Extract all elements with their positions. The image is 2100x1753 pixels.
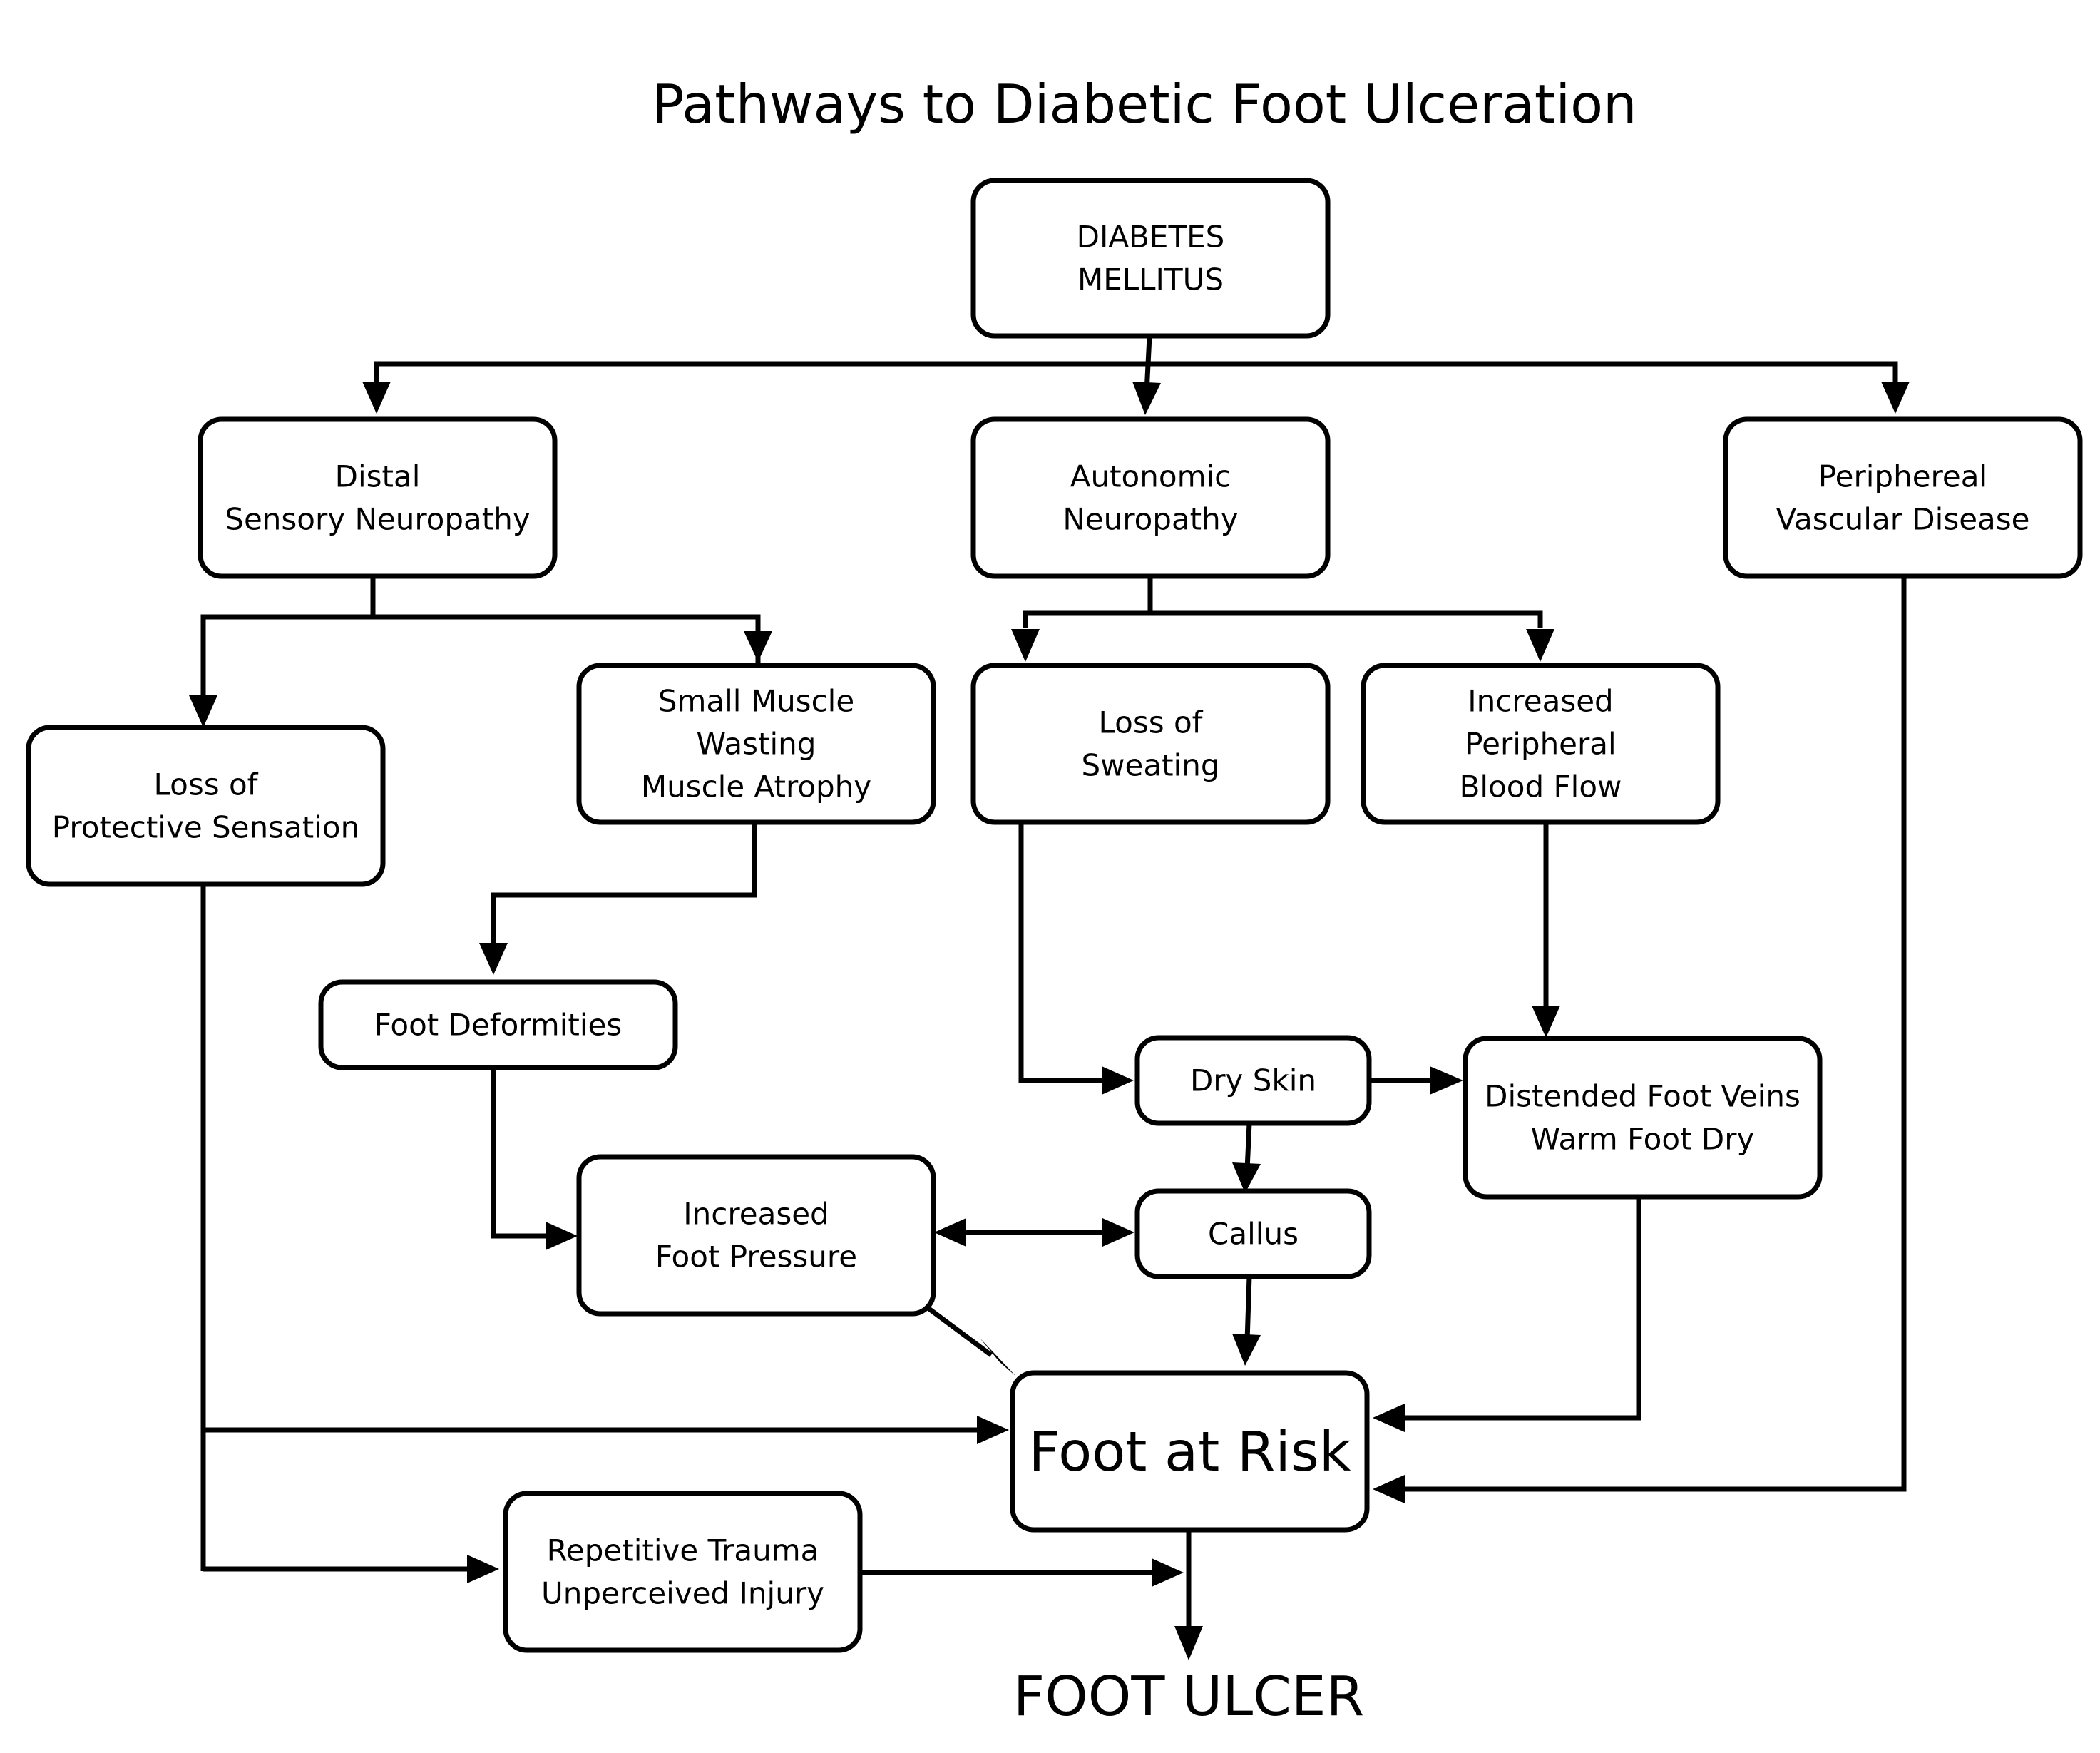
node-box-loss-sensation [26, 725, 386, 887]
node-at-risk: Foot at Risk [1010, 1370, 1370, 1533]
arrowhead-to-deformities [479, 943, 508, 975]
node-label-trauma-1: Unperceived Injury [541, 1576, 824, 1611]
node-box-sweating [970, 663, 1331, 825]
node-label-muscle-2: Muscle Atrophy [641, 770, 871, 804]
foot-ulcer-label: FOOT ULCER [1013, 1665, 1364, 1729]
link-deformities-pressure [491, 1068, 553, 1239]
link-muscle-deformities [491, 822, 757, 949]
node-label-distended-1: Warm Foot Dry [1531, 1122, 1755, 1157]
arrowhead-to-distal [362, 382, 391, 414]
node-box-dry-skin [1134, 1035, 1372, 1126]
connector-layer [189, 336, 1910, 1660]
arrowhead-trauma-to-ulcer [1152, 1558, 1184, 1587]
arrowhead-to-distended [1532, 1006, 1560, 1038]
node-label-deformities-0: Foot Deformities [374, 1008, 623, 1043]
arrowhead-callus-to-pressure [934, 1218, 966, 1247]
diagram-title: Pathways to Diabetic Foot Ulceration [652, 73, 1637, 136]
link-distended-atrisk [1398, 1197, 1641, 1421]
node-sweating: Loss of Sweating [970, 663, 1331, 825]
arrowhead-pressure-to-atrisk [980, 1338, 1016, 1376]
node-label-blood-flow-2: Blood Flow [1460, 770, 1622, 804]
arrowhead-distended-to-atrisk [1373, 1404, 1405, 1432]
link-autonomic-branches [1023, 610, 1543, 628]
node-callus: Callus [1134, 1188, 1372, 1279]
node-box-muscle [576, 663, 936, 825]
node-dry-skin: Dry Skin [1134, 1035, 1372, 1126]
arrowhead-to-loss-sensation [189, 695, 217, 727]
arrowhead-to-muscle [744, 631, 772, 662]
node-box-autonomic [970, 416, 1331, 579]
arrowhead-to-vascular [1881, 382, 1910, 414]
node-label-diabetes-0: DIABETES [1077, 220, 1225, 255]
node-box-deformities [318, 979, 678, 1070]
node-diabetes: DIABETES MELLITUS [970, 178, 1331, 339]
link-sweating-dryskin [1018, 822, 1109, 1083]
arrowhead-loss-to-trauma [467, 1555, 499, 1583]
node-label-loss-sensation-0: Loss of [154, 767, 259, 802]
arrowhead-to-callus [1232, 1162, 1261, 1193]
node-label-distended-0: Distended Foot Veins [1485, 1079, 1801, 1114]
node-label-at-risk-0: Foot at Risk [1029, 1421, 1351, 1484]
node-label-distal-0: Distal [335, 459, 421, 494]
arrowhead-dryskin-to-distended [1430, 1066, 1463, 1095]
arrowhead-to-blood-flow [1526, 629, 1554, 662]
link-callus-atrisk [1244, 1276, 1252, 1341]
node-label-trauma-0: Repetitive Trauma [547, 1533, 819, 1568]
node-label-dry-skin-0: Dry Skin [1190, 1063, 1316, 1098]
arrowhead-to-foot-ulcer [1174, 1626, 1203, 1660]
arrowhead-callus-to-atrisk [1232, 1334, 1261, 1366]
node-box-pressure [576, 1154, 936, 1317]
node-label-sweating-1: Sweating [1081, 748, 1219, 783]
node-box-at-risk [1010, 1370, 1370, 1533]
node-loss-sensation: Loss of Protective Sensation [26, 725, 386, 887]
arrowhead-pressure-to-callus [1102, 1218, 1134, 1247]
node-label-autonomic-0: Autonomic [1070, 459, 1231, 494]
node-label-distal-1: Sensory Neuropathy [225, 502, 530, 537]
node-label-sweating-0: Loss of [1099, 705, 1204, 740]
node-label-muscle-0: Small Muscle [658, 684, 854, 719]
node-box-distended [1463, 1036, 1823, 1200]
link-vascular-atrisk [1398, 576, 1907, 1492]
node-label-callus-0: Callus [1208, 1217, 1299, 1252]
node-label-vascular-0: Periphereal [1818, 459, 1987, 494]
arrowhead-to-dry-skin [1102, 1066, 1134, 1095]
arrowhead-to-autonomic [1132, 382, 1161, 415]
node-label-vascular-1: Vascular Disease [1776, 502, 2029, 537]
link-diabetes-distal [374, 361, 1898, 392]
node-label-loss-sensation-1: Protective Sensation [52, 810, 359, 845]
node-label-muscle-1: Wasting [697, 727, 816, 762]
arrowhead-loss-to-atrisk [977, 1416, 1009, 1444]
node-label-blood-flow-1: Peripheral [1465, 727, 1616, 762]
arrowhead-vascular-to-atrisk [1373, 1475, 1405, 1503]
node-box-trauma [503, 1491, 863, 1653]
node-box-diabetes [970, 178, 1331, 339]
node-box-vascular [1723, 416, 2083, 579]
node-deformities: Foot Deformities [318, 979, 678, 1070]
node-box-distal [198, 416, 558, 579]
node-label-diabetes-1: MELLITUS [1077, 262, 1224, 297]
node-label-pressure-1: Foot Pressure [655, 1240, 857, 1274]
node-label-pressure-0: Increased [683, 1197, 829, 1232]
node-label-blood-flow-0: Increased [1468, 684, 1613, 719]
node-box-blood-flow [1361, 663, 1721, 825]
node-box-callus [1134, 1188, 1372, 1279]
node-label-autonomic-1: Neuropathy [1062, 502, 1238, 537]
arrowhead-to-sweating [1011, 629, 1040, 662]
link-dryskin-callus [1244, 1123, 1252, 1170]
arrowhead-to-pressure [546, 1222, 578, 1250]
link-pressure-atrisk [922, 1303, 993, 1357]
